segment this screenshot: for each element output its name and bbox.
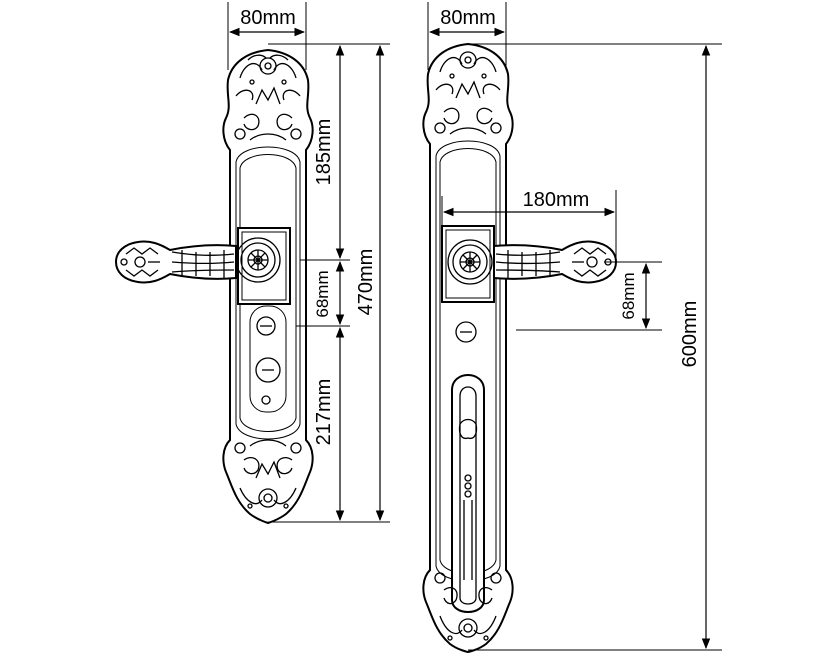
left-dimensions: 80mm 185mm 68mm 217mm 470mm (227, 2, 390, 523)
left-handle-knob-ornament-icon (120, 247, 160, 277)
right-bottom-ornament-icon (434, 572, 502, 641)
right-top-ornament-icon (434, 51, 502, 135)
right-dimensions: 80mm 180mm 68mm 600mm (427, 2, 722, 651)
left-bottom-dimension-label: 217mm (313, 379, 335, 446)
left-top-dimension-label: 185mm (313, 119, 335, 186)
left-top-ornament-icon (234, 54, 302, 141)
left-lever-handle (114, 240, 237, 284)
left-inner-panel (239, 154, 297, 432)
right-handle-knob-ornament-icon (572, 247, 612, 277)
right-total-height-label: 600mm (679, 301, 701, 368)
right-thumbturn-icon (455, 321, 477, 343)
right-pull-handle-crest-icon (458, 418, 478, 440)
left-lock (114, 48, 314, 525)
left-total-height-label: 470mm (355, 249, 377, 316)
right-lever-handle (493, 240, 618, 284)
left-bottom-ornament-icon (234, 439, 302, 509)
left-thumbturn-icon (256, 316, 276, 336)
left-width-label: 80mm (240, 7, 296, 29)
right-lock (422, 42, 618, 654)
left-cylinder-area (249, 305, 287, 413)
right-pull-handle (451, 374, 485, 613)
right-escutcheon-plate (422, 42, 514, 654)
right-inner-panel (439, 148, 497, 574)
left-spacing-label: 68mm (313, 270, 332, 317)
right-handle-length-label: 180mm (523, 189, 590, 211)
left-keyhole-icon (255, 357, 281, 383)
right-spacing-label: 68mm (619, 272, 638, 319)
right-width-label: 80mm (440, 7, 496, 29)
right-rosette-icon (447, 239, 493, 285)
